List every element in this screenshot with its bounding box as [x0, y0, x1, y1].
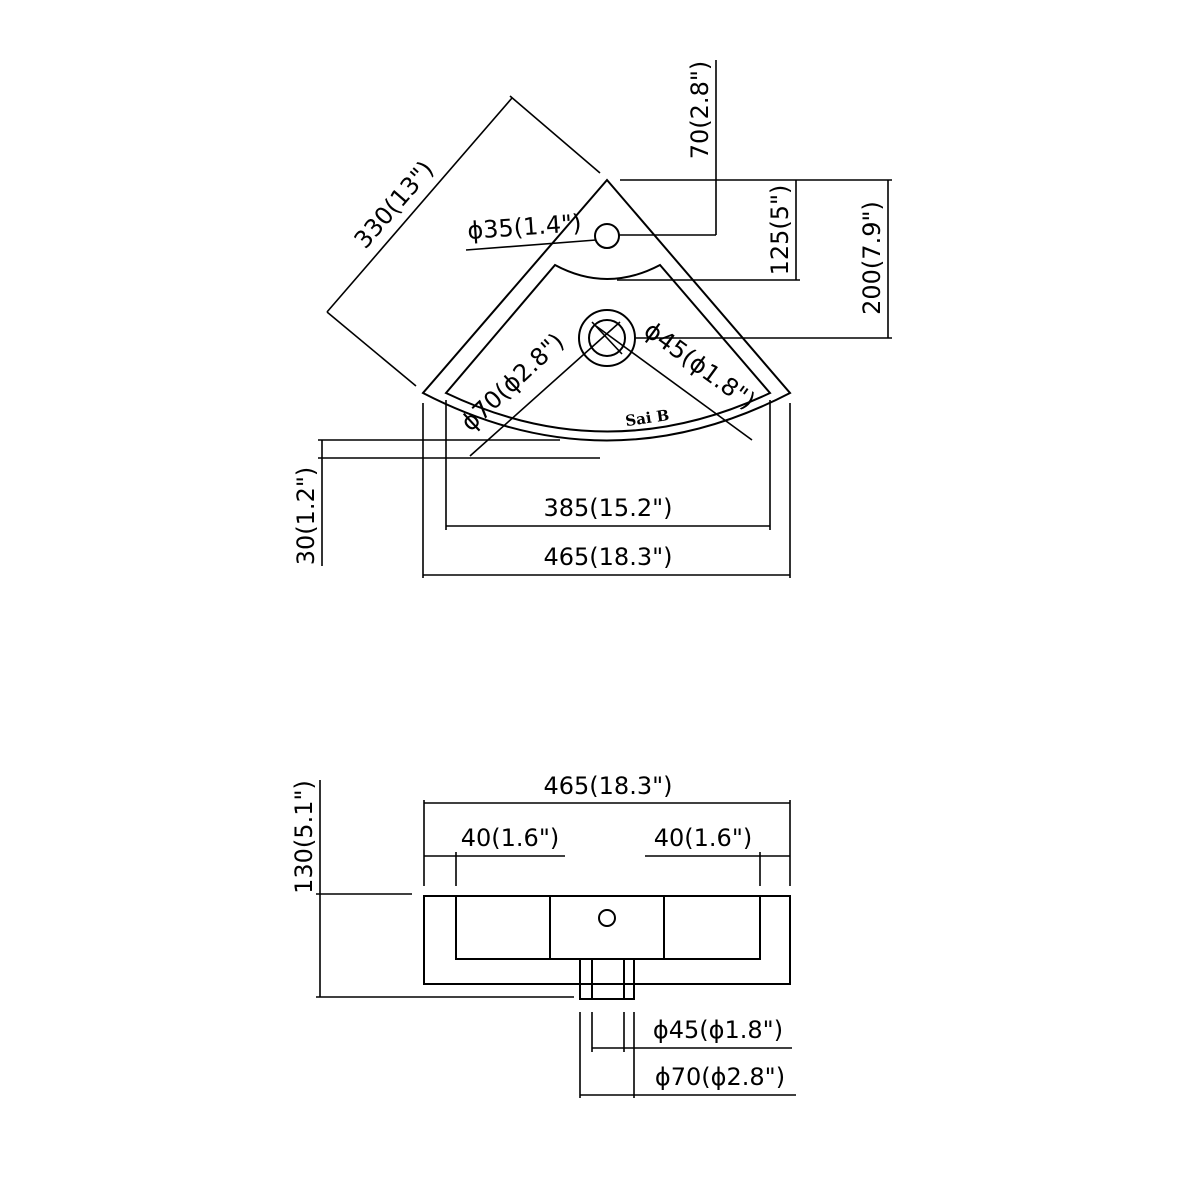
side-faucet-hole	[598, 909, 616, 927]
dim-385-label: 385(15.2")	[543, 494, 672, 522]
dim-drain-45-side-label: ϕ45(ϕ1.8")	[653, 1016, 783, 1044]
side-center-panel	[549, 895, 665, 960]
dim-465-top-label: 465(18.3")	[543, 543, 672, 571]
side-inner-bowl	[455, 895, 761, 960]
dim-hole-35-label: ϕ35(1.4")	[466, 209, 582, 245]
top-view: Sai B 330(13") 70(2.8") 125(5") 200(7.9"	[292, 60, 892, 578]
dim-200-label: 200(7.9")	[858, 201, 886, 315]
logo-stamp: Sai B	[624, 406, 670, 430]
basin-inner-outline	[444, 263, 772, 433]
basin-outer-outline	[421, 178, 792, 442]
dim-drain-45: ϕ45(ϕ1.8")	[595, 316, 761, 441]
dim-40-left: 40(1.6")	[424, 824, 565, 886]
dim-40-right-label: 40(1.6")	[654, 824, 752, 852]
dim-465-side-label: 465(18.3")	[543, 772, 672, 800]
dim-70: 70(2.8")	[619, 60, 717, 236]
dim-40-left-label: 40(1.6")	[461, 824, 559, 852]
dim-70-label: 70(2.8")	[686, 61, 714, 159]
dim-hole-35: ϕ35(1.4")	[465, 209, 597, 251]
drain-outer-ring	[578, 309, 636, 367]
dim-30-label: 30(1.2")	[292, 467, 320, 565]
dim-130-label: 130(5.1")	[290, 780, 318, 894]
drain-inner-ring	[588, 319, 626, 357]
faucet-hole	[594, 223, 620, 249]
drain-pipe-outer	[579, 958, 635, 1000]
dim-30: 30(1.2")	[292, 439, 600, 566]
dim-330-label: 330(13")	[349, 156, 440, 254]
dim-drain-70-side-label: ϕ70(ϕ2.8")	[655, 1063, 785, 1091]
dim-40-right: 40(1.6")	[645, 824, 790, 886]
dim-385: 385(15.2")	[445, 400, 771, 530]
dim-465-top: 465(18.3")	[422, 403, 791, 578]
dim-125: 125(5")	[617, 179, 800, 281]
dim-130: 130(5.1")	[290, 780, 574, 998]
dim-drain-45-label: ϕ45(ϕ1.8")	[639, 316, 761, 415]
dim-drain-70-side: ϕ70(ϕ2.8")	[579, 1012, 796, 1098]
dim-drain-45-side: ϕ45(ϕ1.8")	[591, 1012, 792, 1052]
dim-125-label: 125(5")	[766, 185, 794, 276]
dim-drain-70: ϕ70(ϕ2.8")	[455, 321, 621, 457]
dim-465-side: 465(18.3")	[423, 772, 791, 886]
dim-200: 200(7.9")	[636, 179, 892, 339]
side-view: 465(18.3") 40(1.6") 40(1.6") 130(5.1") ϕ…	[290, 772, 796, 1098]
